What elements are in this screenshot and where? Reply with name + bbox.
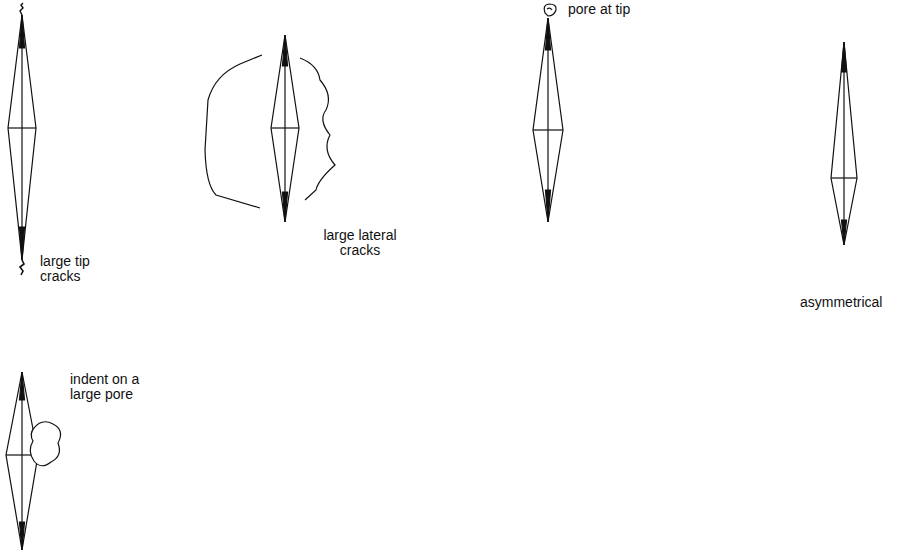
indent-pore-at-tip — [533, 4, 563, 222]
figure-label: indent on a large pore — [70, 372, 156, 402]
figure-label: pore at tip — [568, 2, 630, 17]
indent-asymmetrical — [831, 42, 857, 245]
indent-on-pore — [6, 372, 61, 550]
indent-tip-cracks — [8, 3, 36, 275]
indent-lateral-cracks — [205, 35, 335, 222]
figure-label: large tip cracks — [40, 254, 112, 284]
figure-label: large lateral cracks — [314, 228, 406, 258]
figure-label: asymmetrical — [800, 295, 882, 310]
